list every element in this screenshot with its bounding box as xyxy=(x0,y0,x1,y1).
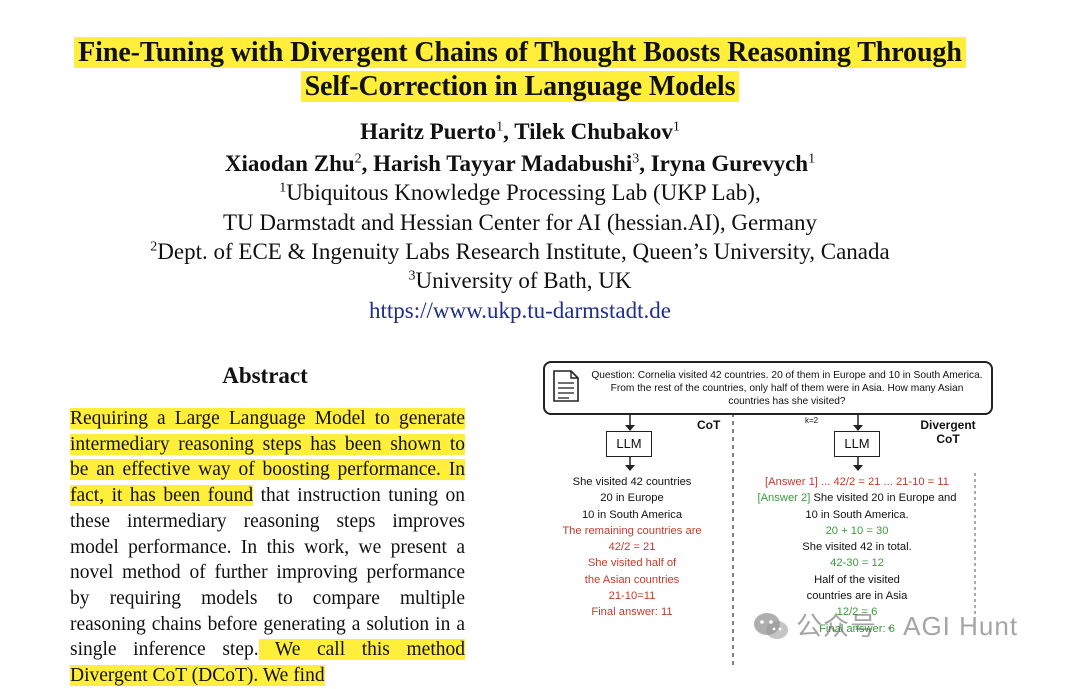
author-name: Tilek Chubakov xyxy=(514,119,673,144)
arrowhead xyxy=(853,465,863,471)
author-sep: , xyxy=(361,151,374,176)
arrowhead xyxy=(625,425,635,431)
dcot-line: countries are in Asia xyxy=(806,590,908,603)
affil-text: University of Bath, UK xyxy=(415,268,632,293)
cot-line: 10 in South America xyxy=(581,508,683,521)
dcot-label-line-1: Divergent xyxy=(920,418,976,432)
authors-line-1: Haritz Puerto1, Tilek Chubakov1 xyxy=(0,118,1040,146)
cot-llm-box: LLM xyxy=(606,431,652,457)
dcot-line: She visited 42 in total. xyxy=(802,541,912,554)
cot-line-error: The remaining countries are xyxy=(562,524,702,537)
affiliation-1b: TU Darmstadt and Hessian Center for AI (… xyxy=(223,210,817,235)
lab-url-line: https://www.ukp.tu-darmstadt.de xyxy=(0,297,1040,325)
abstract-text: that instruction tuning on these interme… xyxy=(70,485,465,661)
dcot-answer-2: [Answer 2] She visited 20 in Europe and xyxy=(739,490,975,506)
dcot-answer-2-text: She visited 20 in Europe and xyxy=(810,492,957,505)
abstract-heading: Abstract xyxy=(222,363,308,388)
dcot-answer-1: [Answer 1] ... 42/2 = 21 ... 21-10 = 11 xyxy=(765,476,949,488)
affil-text: Ubiquitous Knowledge Processing Lab (UKP… xyxy=(286,180,761,205)
watermark-text: 公众号 · AGI Hunt xyxy=(796,611,1019,641)
affiliation-3: 3University of Bath, UK xyxy=(0,267,1040,295)
affiliation-1: 1Ubiquitous Knowledge Processing Lab (UK… xyxy=(0,179,1040,207)
question-text: Question: Cornelia visited 42 countries.… xyxy=(591,370,983,407)
arrowhead xyxy=(853,425,863,431)
cot-output: She visited 42 countries 20 in Europe 10… xyxy=(539,474,725,621)
k-label: k=2 xyxy=(805,416,819,425)
affiliation-2: 2Dept. of ECE & Ingenuity Labs Research … xyxy=(0,238,1040,266)
author-sep: , xyxy=(639,151,651,176)
dcot-answer-2-tag: [Answer 2] xyxy=(757,492,811,505)
author-affil-sup: 1 xyxy=(496,119,504,135)
dcot-label-line-2: CoT xyxy=(936,432,960,446)
dcot-line: 10 in South America. xyxy=(805,508,909,521)
author-name: Harish Tayyar Madabushi xyxy=(373,151,633,176)
author-name: Xiaodan Zhu xyxy=(224,151,355,176)
arrowhead xyxy=(625,465,635,471)
title-line-2: Self-Correction in Language Models xyxy=(300,71,740,102)
question-box: Question: Cornelia visited 42 countries.… xyxy=(543,361,993,415)
dcot-line: 42-30 = 12 xyxy=(830,557,884,570)
cot-line-error: 21-10=11 xyxy=(608,590,656,603)
cot-line-error: She visited half of xyxy=(587,557,677,570)
cot-line: She visited 42 countries xyxy=(572,476,692,488)
dcot-label: Divergent CoT xyxy=(918,418,978,446)
affil-sup: 1 xyxy=(279,180,287,196)
cot-final-answer: Final answer: 11 xyxy=(591,606,673,619)
author-affil-sup: 1 xyxy=(808,151,816,167)
dcot-output: [Answer 1] ... 42/2 = 21 ... 21-10 = 11 … xyxy=(739,474,975,637)
dcot-llm-box: LLM xyxy=(834,431,880,457)
watermark: 公众号 · AGI Hunt xyxy=(752,606,1062,646)
cot-line-error: the Asian countries xyxy=(584,573,680,586)
abstract-body: Requiring a Large Language Model to gene… xyxy=(70,406,465,689)
cot-line-error: 42/2 = 21 xyxy=(608,541,656,554)
affil-sup: 3 xyxy=(408,268,416,284)
wechat-icon xyxy=(754,613,788,639)
author-name: Iryna Gurevych xyxy=(650,151,809,176)
dcot-final-answer: Final answer: 6 xyxy=(819,622,895,635)
author-sep: , xyxy=(503,119,515,144)
dcot-line: 20 + 10 = 30 xyxy=(825,524,889,537)
author-name: Haritz Puerto xyxy=(360,119,497,144)
document-icon xyxy=(553,370,579,402)
figure-cot-vs-dcot: Question: Cornelia visited 42 countries.… xyxy=(535,355,1005,668)
title-line-1: Fine-Tuning with Divergent Chains of Tho… xyxy=(74,37,966,68)
authors-line-2: Xiaodan Zhu2, Harish Tayyar Madabushi3, … xyxy=(0,150,1040,178)
author-affil-sup: 3 xyxy=(632,151,640,167)
dcot-line: 12/2 = 6 xyxy=(836,606,878,619)
author-affil-sup: 1 xyxy=(672,119,680,135)
author-affil-sup: 2 xyxy=(354,151,362,167)
dcot-line: Half of the visited xyxy=(814,573,900,586)
affil-sup: 2 xyxy=(150,239,158,255)
lab-url-link[interactable]: https://www.ukp.tu-darmstadt.de xyxy=(369,298,671,323)
cot-line: 20 in Europe xyxy=(600,492,664,505)
paper-title: Fine-Tuning with Divergent Chains of Tho… xyxy=(0,36,1040,104)
cot-label: CoT xyxy=(697,418,721,432)
affil-text: Dept. of ECE & Ingenuity Labs Research I… xyxy=(157,239,890,264)
figure-connectors xyxy=(625,413,976,668)
